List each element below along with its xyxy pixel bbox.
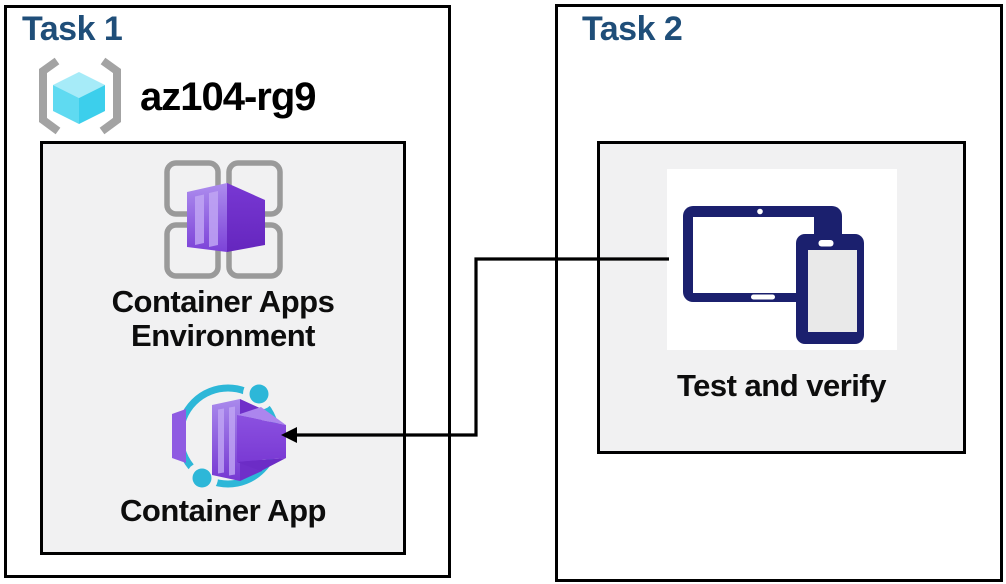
- resource-group-label: az104-rg9: [140, 74, 317, 119]
- resource-group-icon: [34, 56, 126, 138]
- devices-icon-background: [667, 169, 897, 350]
- container-app-label: Container App: [120, 493, 326, 528]
- devices-icon: [667, 169, 897, 350]
- task2-title: Task 2: [582, 10, 683, 48]
- container-apps-environment-icon: [163, 159, 284, 281]
- test-and-verify-label: Test and verify: [676, 368, 887, 403]
- task1-title: Task 1: [22, 10, 123, 48]
- container-app-icon: [166, 378, 290, 492]
- resource-group-row: az104-rg9: [34, 56, 317, 138]
- environment-label: Container Apps Environment: [111, 284, 335, 353]
